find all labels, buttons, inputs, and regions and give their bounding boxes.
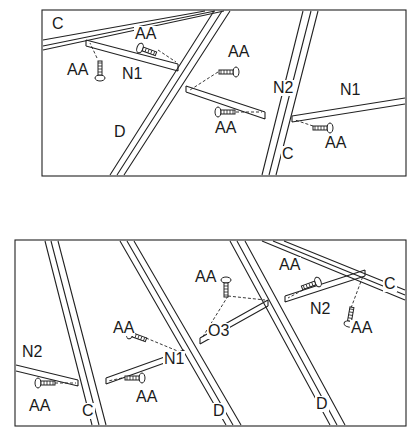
fastener-label: AA xyxy=(66,62,89,78)
fastener-label: AA xyxy=(214,120,237,136)
part-label: O3 xyxy=(207,323,230,339)
part-label: N1 xyxy=(121,66,143,82)
fastener-label: AA xyxy=(134,26,157,42)
part-label: D xyxy=(113,124,127,140)
fastener-label: AA xyxy=(28,398,51,414)
part-label: N2 xyxy=(309,301,331,317)
part-label: N2 xyxy=(272,80,294,96)
part-label: N1 xyxy=(163,351,185,367)
part-label: C xyxy=(81,403,95,419)
fastener-label: AA xyxy=(194,269,217,285)
part-label: C xyxy=(281,146,295,162)
part-label: D xyxy=(315,396,329,412)
part-label: N2 xyxy=(21,344,43,360)
fastener-label: AA xyxy=(350,320,373,336)
part-label: N1 xyxy=(339,82,361,98)
fastener-label: AA xyxy=(278,257,301,273)
fastener-label: AA xyxy=(324,135,347,151)
fastener-label: AA xyxy=(112,320,135,336)
part-label: C xyxy=(51,16,65,32)
fastener-label: AA xyxy=(135,389,158,405)
fastener-label: AA xyxy=(227,44,250,60)
part-label: D xyxy=(212,403,226,419)
part-label: C xyxy=(383,276,397,292)
